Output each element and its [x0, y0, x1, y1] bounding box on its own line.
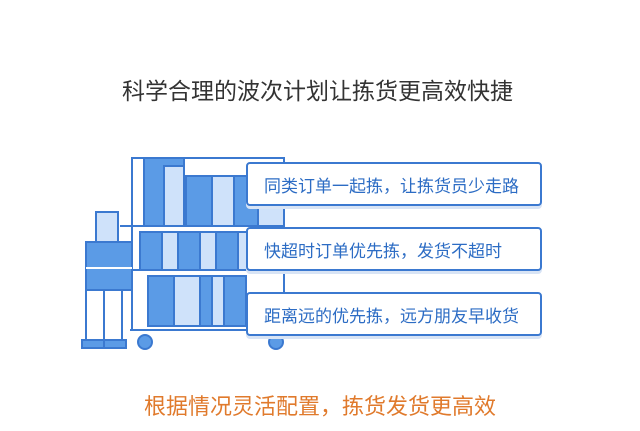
- boxes-bottom-shelf: [147, 275, 247, 327]
- callout-urgent-orders: 快超时订单优先拣，发货不超时: [246, 227, 542, 271]
- cart-base: [130, 329, 290, 350]
- footer-slogan: 根据情况灵活配置，拣货发货更高效: [143, 395, 496, 420]
- worker-figure: [81, 211, 133, 349]
- boxes-middle-shelf: [139, 231, 257, 271]
- headline: 科学合理的波次计划让拣货更高效快捷: [122, 79, 513, 105]
- callout-distant-orders: 距离远的优先拣，远方朋友早收货: [246, 292, 542, 336]
- callout-same-type-orders: 同类订单一起拣，让拣货员少走路: [246, 162, 542, 206]
